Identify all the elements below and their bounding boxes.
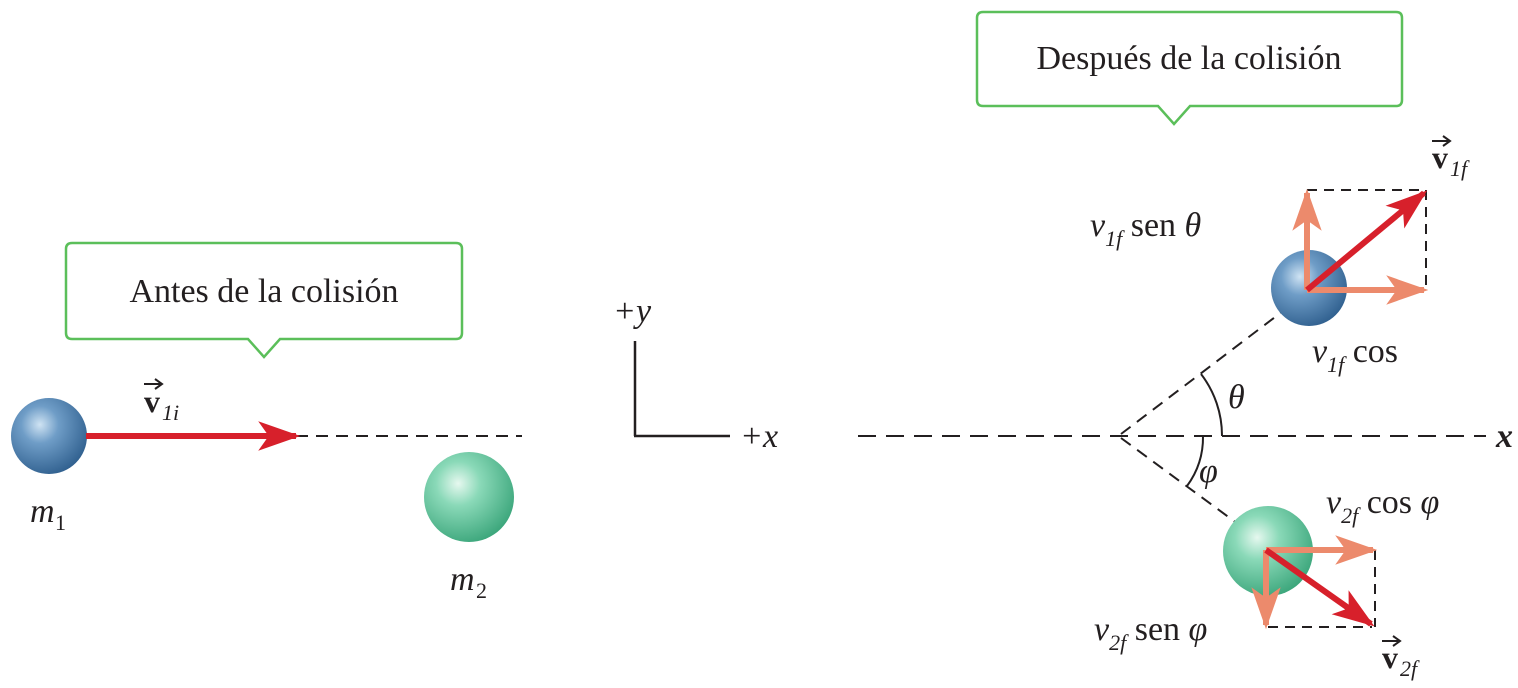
v1f-components-box (1307, 189, 1427, 290)
svg-text:m: m (450, 561, 475, 598)
ball-m1 (11, 398, 87, 474)
callout-before-text: Antes de la colisión (129, 273, 398, 310)
theta-label: θ (1228, 379, 1245, 416)
svg-text:v2f sen φ: v2f sen φ (1094, 611, 1207, 655)
m2-label: m 2 (450, 561, 487, 603)
svg-text:v1f sen θ: v1f sen θ (1090, 207, 1201, 251)
theta-arc (1200, 373, 1224, 437)
v2f-arrow (1264, 547, 1375, 627)
phi-label: φ (1199, 453, 1218, 490)
coordinate-axes: +y +x (613, 293, 778, 455)
v1f-arrow (1305, 190, 1428, 293)
svg-text:1: 1 (55, 510, 66, 535)
svg-text:v2f cos φ: v2f cos φ (1326, 484, 1439, 528)
callout-after: Después de la colisión (975, 10, 1404, 126)
v1f-label: v 1f (1432, 135, 1470, 181)
v2f-components-box (1268, 550, 1376, 628)
svg-text:v: v (1382, 639, 1398, 675)
v1f-cos-label: v1f cos (1312, 333, 1398, 377)
svg-text:v1f cos: v1f cos (1312, 333, 1398, 377)
v1f-sin-label: v1f sen θ (1090, 207, 1201, 251)
callout-after-text: Después de la colisión (1037, 40, 1342, 77)
v2f-cos-label: v2f cos φ (1326, 484, 1439, 528)
v2f-label: v 2f (1382, 635, 1420, 681)
svg-text:v: v (144, 383, 160, 419)
svg-text:2: 2 (476, 578, 487, 603)
svg-text:v: v (1432, 139, 1448, 175)
m1-label: m 1 (30, 493, 66, 535)
svg-text:m: m (30, 493, 55, 530)
m1-path-dashed (1120, 307, 1288, 435)
v2f-sin-label: v2f sen φ (1094, 611, 1207, 655)
v1i-label: v 1i (144, 378, 179, 425)
m2-path-dashed (1120, 437, 1239, 525)
after-x-label: x (1495, 418, 1513, 455)
svg-text:1i: 1i (162, 400, 179, 425)
y-axis-label: +y (613, 293, 652, 330)
ball-m2 (424, 452, 514, 542)
callout-before: Antes de la colisión (64, 241, 464, 359)
svg-text:2f: 2f (1400, 656, 1420, 681)
x-axis-label: +x (740, 418, 778, 455)
svg-text:1f: 1f (1450, 156, 1470, 181)
phi-arc (1186, 435, 1205, 487)
